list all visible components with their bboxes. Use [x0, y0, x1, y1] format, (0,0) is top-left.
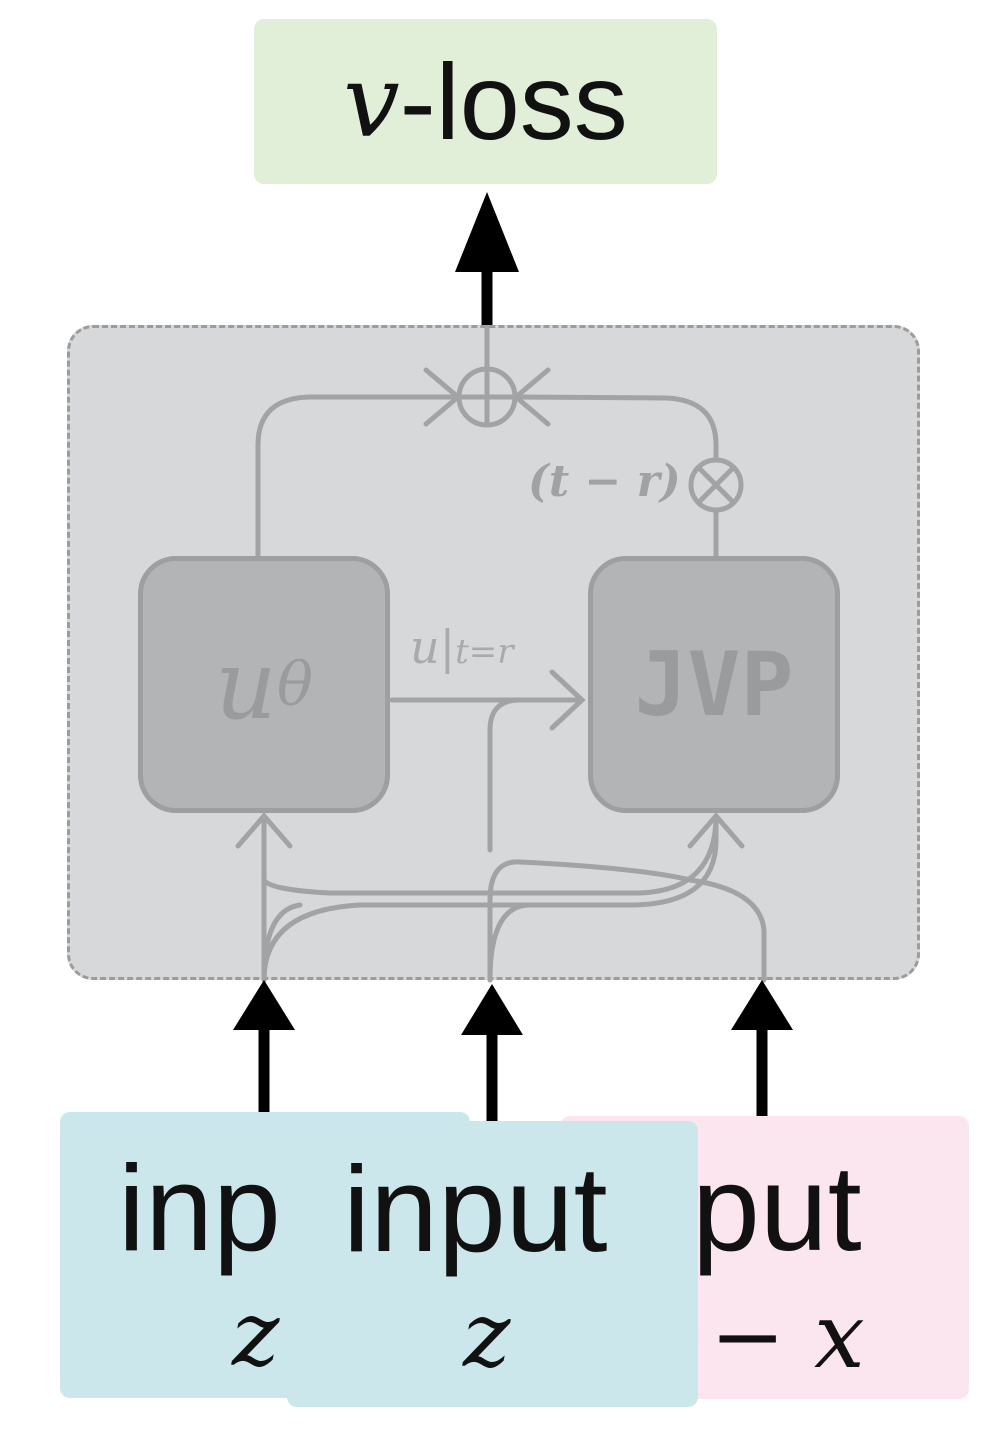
input-1-var: z — [232, 1282, 280, 1387]
arrowhead-jvp-left — [549, 669, 586, 731]
arrowhead-jvp-bottom — [687, 812, 745, 849]
input-2-word: input — [343, 1141, 608, 1277]
arrow-to-loss-head — [455, 192, 519, 272]
line-input2-join — [487, 902, 533, 983]
edge-label-symbol: u — [410, 620, 440, 674]
loss-text: -loss — [399, 41, 628, 162]
line-input1-to-jvp — [261, 813, 719, 983]
line-input1-join — [261, 902, 303, 983]
sum-node — [456, 366, 518, 428]
arrow-input1-head — [233, 980, 295, 1030]
internal-lines — [235, 322, 767, 983]
line-input2-to-jvp — [487, 697, 523, 853]
u-theta-subscript: θ — [276, 649, 313, 720]
jvp-label: JVP — [634, 633, 794, 736]
loss-symbol: v — [343, 43, 400, 160]
edge-label-subscript: t=r — [455, 632, 514, 672]
arrow-input2-head — [461, 984, 523, 1035]
input-box-2: input z — [287, 1121, 698, 1407]
v-loss-box: v-loss — [254, 19, 717, 184]
multiply-node — [688, 457, 744, 513]
jvp-block: JVP — [588, 556, 840, 813]
multiplier-label: (t − r) — [528, 456, 681, 507]
arrowhead-utheta-bottom — [235, 812, 293, 849]
input-3-var: − x — [710, 1284, 865, 1389]
input-2-var: z — [463, 1283, 511, 1388]
arrow-input3-head — [731, 980, 793, 1030]
line-mult-to-sum — [513, 394, 719, 463]
black-arrows — [233, 192, 793, 1125]
line-input2-branch — [261, 813, 719, 896]
line-utheta-to-sum — [255, 394, 461, 559]
u-theta-symbol: u — [215, 628, 277, 741]
line-input3-curve — [487, 859, 767, 983]
edge-label: u|t=r — [410, 620, 514, 674]
input-3-word: put — [692, 1140, 862, 1276]
input-1-word: inp — [118, 1140, 281, 1276]
